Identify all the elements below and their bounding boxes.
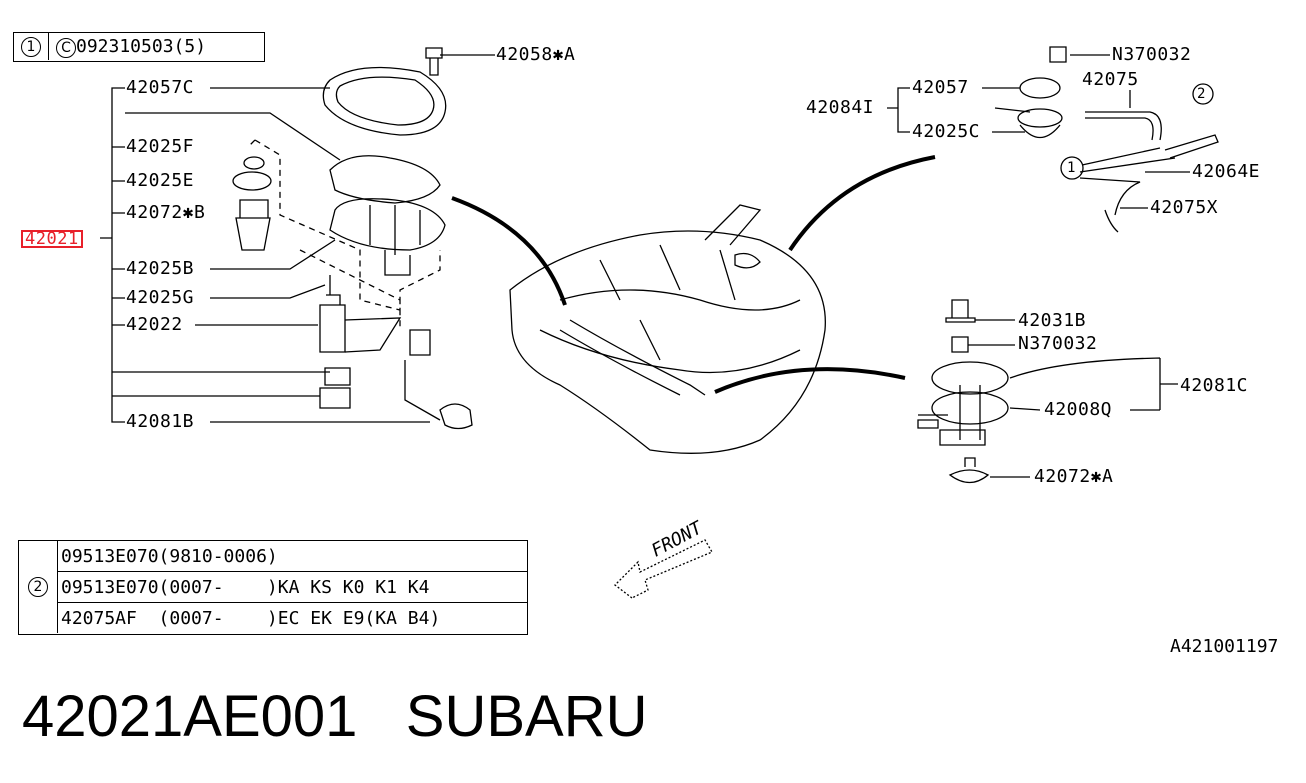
- label-42057C[interactable]: 42057C: [126, 77, 195, 98]
- level-sender: [404, 329, 441, 421]
- label-42058A[interactable]: 42058✱A: [496, 44, 576, 65]
- bracket-42084I: [887, 87, 910, 133]
- callout-1: [1060, 156, 1084, 180]
- label-42021-highlighted[interactable]: 42021: [21, 230, 83, 248]
- label-42025C[interactable]: 42025C: [912, 121, 981, 142]
- label-42008Q[interactable]: 42008Q: [1044, 399, 1113, 420]
- notes-symbol-cell: 2: [19, 541, 58, 633]
- gasket: [322, 66, 447, 136]
- label-42081B[interactable]: 42081B: [126, 411, 195, 432]
- footer-title: 42021AE001 SUBARU: [22, 682, 648, 752]
- flange-lower: [931, 391, 1009, 425]
- nut-N370032b: [951, 336, 969, 353]
- bracket-42081C: [1009, 357, 1178, 411]
- callout-1-number: 1: [1067, 160, 1076, 176]
- label-42025F[interactable]: 42025F: [126, 136, 195, 157]
- brand-name: SUBARU: [405, 684, 648, 749]
- notes-symbol: 2: [28, 577, 48, 597]
- label-42025E[interactable]: 42025E: [126, 170, 195, 191]
- label-42022[interactable]: 42022: [126, 314, 183, 335]
- filter-upper: [324, 367, 351, 386]
- index-cell: 1: [14, 33, 49, 60]
- cap-42031B: [945, 299, 976, 323]
- cap-42057: [1019, 77, 1061, 99]
- pump-motor: [319, 275, 346, 353]
- label-42031B[interactable]: 42031B: [1018, 310, 1087, 331]
- regulator-42072B: [235, 199, 271, 251]
- filter-lower: [319, 387, 351, 409]
- code-symbol: C: [56, 38, 76, 58]
- fuel-tank: [509, 230, 826, 454]
- flange-upper: [931, 361, 1009, 395]
- ring-42025F: [243, 156, 265, 170]
- label-42084I[interactable]: 42084I: [806, 97, 875, 118]
- part-number: 42021AE001: [22, 684, 358, 749]
- nut-N370032: [1049, 46, 1067, 63]
- code-number: 092310503(5): [76, 36, 207, 57]
- notes-table: 2 09513E070(9810-0006) 09513E070(0007- )…: [18, 540, 528, 635]
- index-symbol: 1: [21, 36, 41, 57]
- notes-row-1: 09513E070(9810-0006): [57, 541, 527, 572]
- hose-2: [1164, 134, 1219, 159]
- label-N370032-top[interactable]: N370032: [1112, 44, 1192, 65]
- notes-row-3: 42075AF (0007- )EC EK E9(KA B4): [61, 608, 441, 629]
- bolt-42058A: [425, 47, 443, 76]
- front-arrow: [614, 539, 713, 599]
- label-42081C[interactable]: 42081C: [1180, 375, 1249, 396]
- label-42072B[interactable]: 42072✱B: [126, 202, 206, 223]
- notes-row-2: 09513E070(0007- )KA KS K0 K1 K4: [57, 572, 527, 603]
- label-42025B[interactable]: 42025B: [126, 258, 195, 279]
- label-42057[interactable]: 42057: [912, 77, 969, 98]
- label-42075[interactable]: 42075: [1082, 69, 1139, 90]
- label-42025G[interactable]: 42025G: [126, 287, 195, 308]
- callout-2-number: 2: [1197, 86, 1206, 102]
- ring-42025E: [232, 171, 272, 191]
- plug-42072A: [948, 457, 990, 484]
- label-42075X[interactable]: 42075X: [1150, 197, 1219, 218]
- label-42072A[interactable]: 42072✱A: [1034, 466, 1114, 487]
- diagram-reference: A421001197: [1170, 636, 1279, 657]
- hose-42075: [1085, 111, 1162, 141]
- pump-plate: [329, 155, 441, 204]
- bracket-main: [100, 87, 125, 423]
- label-N370032-bottom[interactable]: N370032: [1018, 333, 1098, 354]
- label-42064E[interactable]: 42064E: [1192, 161, 1261, 182]
